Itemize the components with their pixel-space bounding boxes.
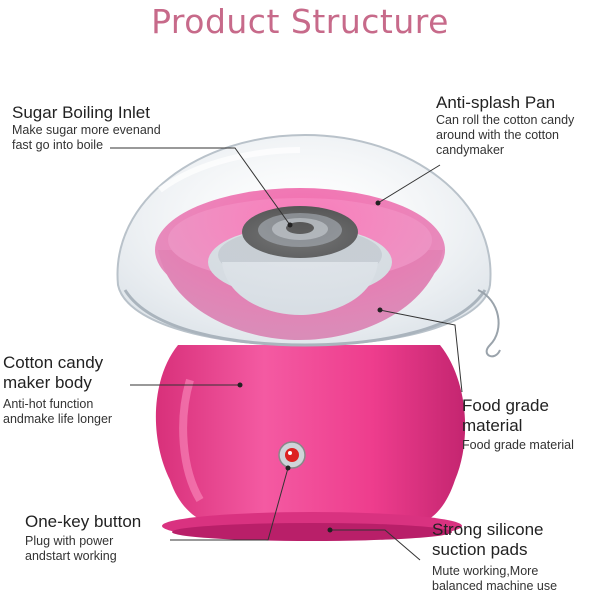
page-title: Product Structure xyxy=(151,2,449,41)
callout-desc-line: balanced machine use xyxy=(432,579,558,593)
callout-desc-line: Anti-hot function xyxy=(3,397,94,411)
callout-desc-line: candymaker xyxy=(436,143,505,157)
callout-desc-line: andstart working xyxy=(25,549,117,563)
callout-desc-line: Food grade material xyxy=(462,438,574,452)
callout-sugar-inlet: Sugar Boiling Inlet Make sugar more even… xyxy=(12,103,161,153)
callout-desc-line: fast go into boile xyxy=(12,138,104,152)
callout-heading: Food grade xyxy=(462,396,549,415)
leader-lines xyxy=(110,147,463,561)
callout-desc-line: andmake life longer xyxy=(3,412,113,426)
callout-desc-line: around with the cotton xyxy=(436,128,559,142)
callout-heading: One-key button xyxy=(25,512,142,531)
callout-heading: Anti-splash Pan xyxy=(436,93,556,112)
callout-heading: maker body xyxy=(3,373,92,392)
callout-pads: Strong silicone suction pads Mute workin… xyxy=(432,520,557,594)
callout-desc-line: Make sugar more evenand xyxy=(12,123,161,137)
callout-desc-line: Can roll the cotton candy xyxy=(436,113,575,127)
machine-body xyxy=(155,345,466,530)
callout-heading: Cotton candy xyxy=(3,353,104,372)
callout-food-grade: Food grade material Food grade material xyxy=(462,396,574,453)
callout-button: One-key button Plug with power andstart … xyxy=(25,512,141,564)
anti-splash-dome xyxy=(116,133,492,347)
callout-heading: suction pads xyxy=(432,540,528,559)
callout-anti-splash: Anti-splash Pan Can roll the cotton cand… xyxy=(436,93,574,158)
callout-desc-line: Mute working,More xyxy=(432,564,539,578)
callout-body: Cotton candy maker body Anti-hot functio… xyxy=(3,353,112,427)
callout-desc-line: Plug with power xyxy=(25,534,114,548)
callout-heading: Sugar Boiling Inlet xyxy=(12,103,150,122)
leader-dots xyxy=(237,200,383,533)
callout-heading: Strong silicone xyxy=(432,520,544,539)
callout-heading: material xyxy=(462,416,523,435)
